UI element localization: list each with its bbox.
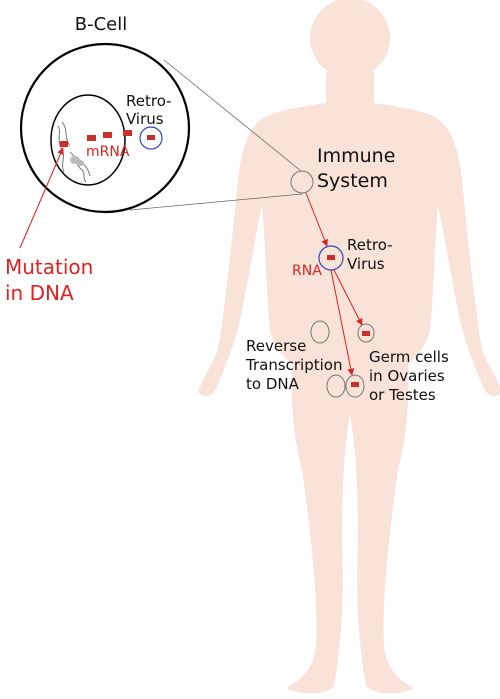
reverse-transcription-label-line2: Transcription xyxy=(245,356,342,374)
immune-system-node xyxy=(290,170,314,194)
mutation-label-line1: Mutation xyxy=(5,255,93,279)
immune-system-label-line2: System xyxy=(317,170,388,192)
immune-system-label-line1: Immune xyxy=(317,145,395,167)
inset-virus-label-line2: Virus xyxy=(126,110,164,128)
arrow-virus-to-germ-lower xyxy=(330,269,355,376)
mrna-block-2 xyxy=(103,132,112,138)
reverse-transcription-label-line1: Reverse xyxy=(246,337,306,355)
mrna-block-3 xyxy=(123,130,132,136)
germ-cells-label-line2: in Ovaries xyxy=(369,367,445,385)
body-retrovirus-core xyxy=(327,255,335,260)
germ-cell-node-right-upper xyxy=(357,323,375,343)
torso-and-arms xyxy=(198,100,500,397)
inset-virus-label-line1: Retro- xyxy=(126,92,172,110)
organ-node-left-lower xyxy=(326,374,346,398)
b-cell-label: B-Cell xyxy=(75,14,128,35)
human-body-silhouette xyxy=(198,0,500,694)
inset-mrna-label: mRNA xyxy=(86,144,130,160)
germ-cell-upper-block xyxy=(362,331,370,336)
germ-cells-label-line1: Germ cells xyxy=(369,348,449,366)
germ-cell-lower-block xyxy=(351,382,359,387)
mrna-block-1 xyxy=(87,135,96,141)
body-virus-label-line1: Retro- xyxy=(347,236,393,254)
zoom-line-top xyxy=(163,59,302,172)
inset-retrovirus-core xyxy=(147,135,155,140)
dna-mutation-block xyxy=(60,141,68,147)
reverse-transcription-label-line3: to DNA xyxy=(246,375,300,393)
ribosome-blob-2 xyxy=(76,160,84,166)
body-rna-label: RNA xyxy=(292,263,322,279)
hips-and-legs xyxy=(286,360,414,694)
b-cell-inset: B-Cell Retro- Virus mRNA xyxy=(19,14,191,214)
germ-cell-node-right-lower xyxy=(345,374,365,398)
mutation-arrow xyxy=(19,147,64,249)
germ-cells-label-line3: or Testes xyxy=(369,386,436,404)
organ-node-left-upper xyxy=(310,320,330,344)
head xyxy=(310,0,390,78)
mutation-label-line2: in DNA xyxy=(5,281,74,305)
body-virus-label-line2: Virus xyxy=(347,255,385,273)
neck xyxy=(326,68,374,110)
arrow-virus-to-germ-upper xyxy=(333,269,363,326)
arrow-immune-to-virus xyxy=(305,192,328,247)
zoom-line-bottom xyxy=(129,193,303,211)
